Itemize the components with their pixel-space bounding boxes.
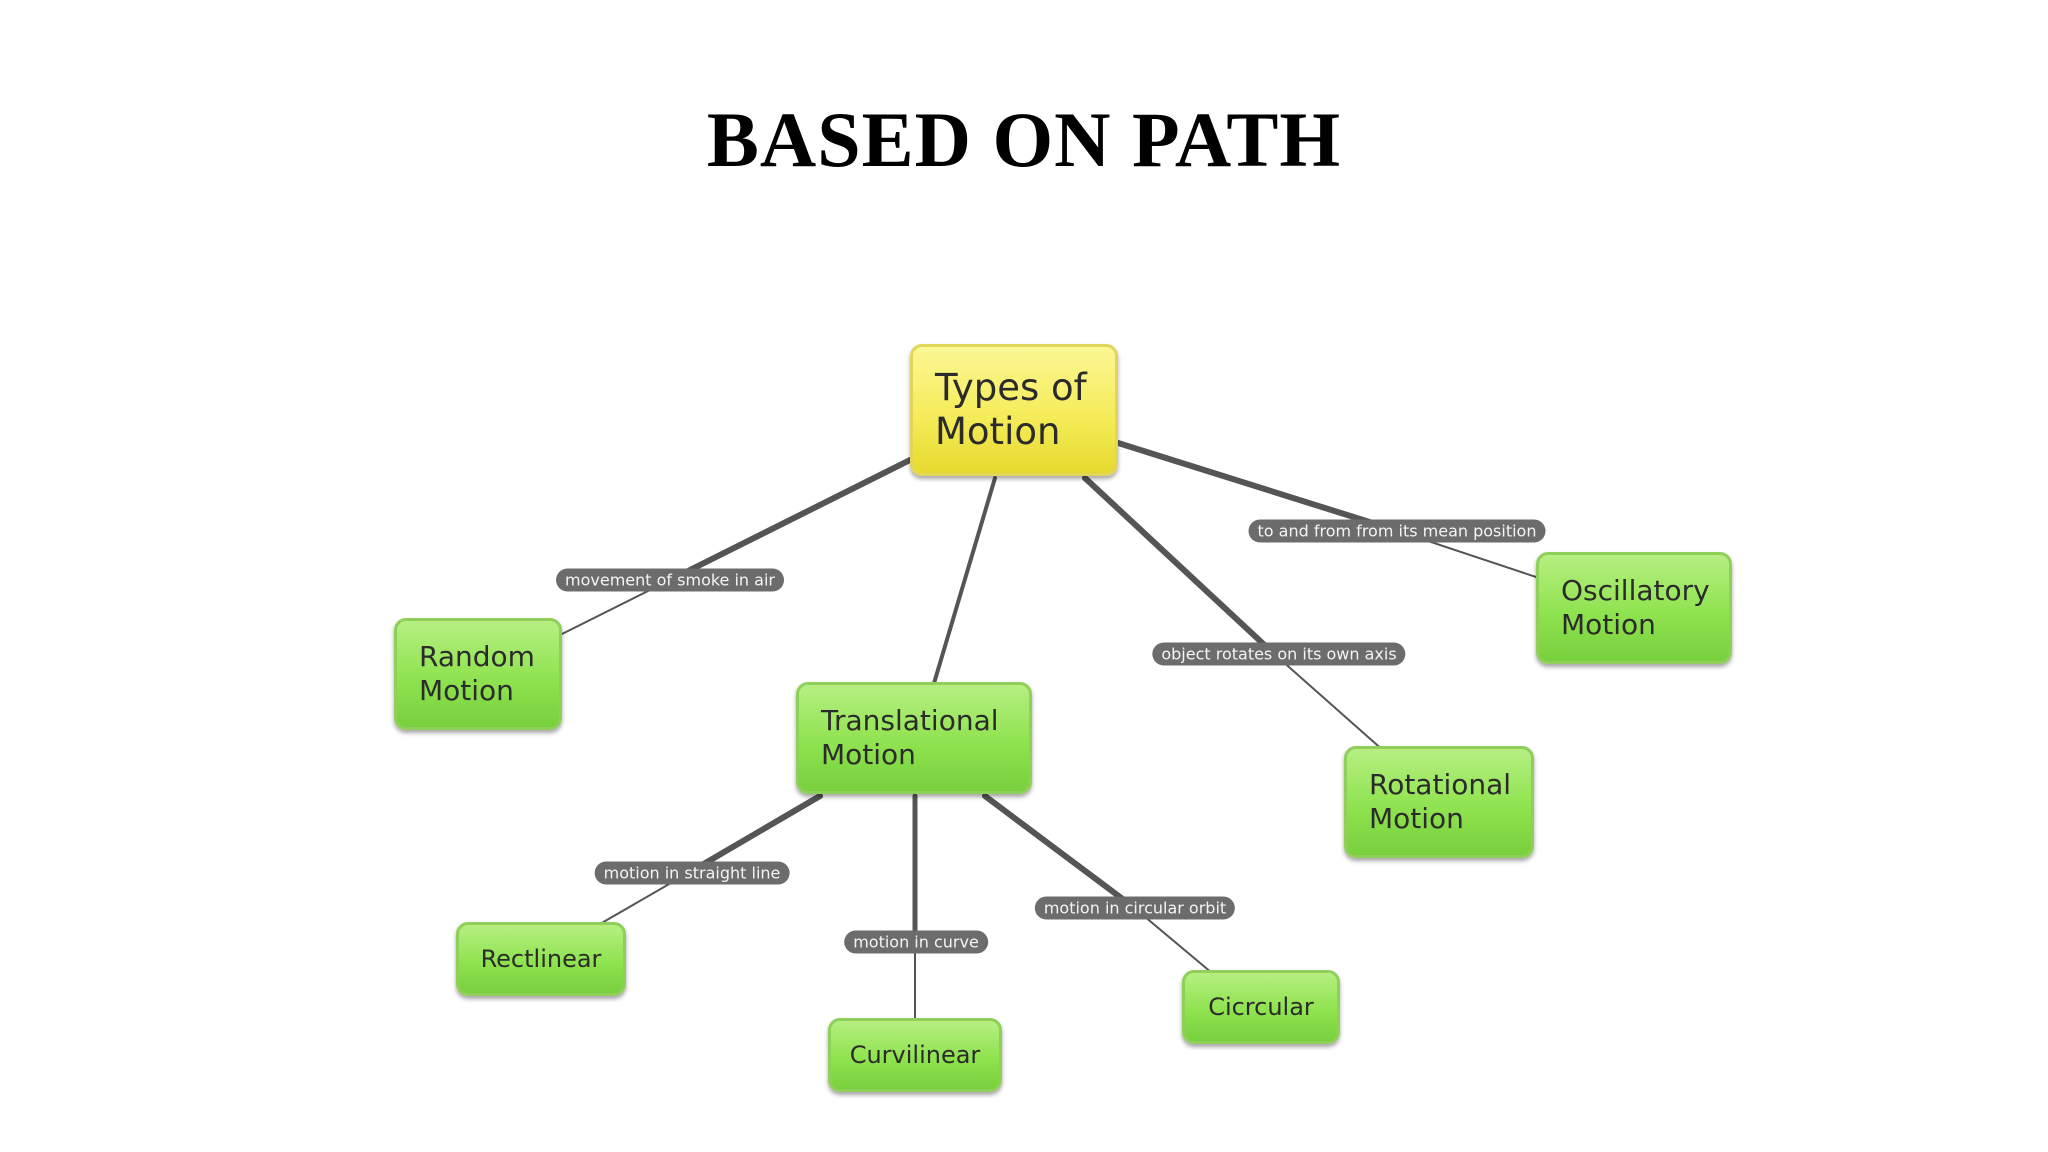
- connector-root-translational: [930, 476, 997, 692]
- connector-rotational-end: [1271, 651, 1386, 753]
- link-label-oscillatory: to and from from its mean position: [1248, 519, 1546, 543]
- connector-root-random: [667, 457, 913, 583]
- node-random-motion[interactable]: Random Motion: [394, 618, 562, 730]
- link-label-rectilinear: motion in straight line: [594, 861, 790, 885]
- connector-trans-circ: [982, 793, 1135, 909]
- link-label-curvilinear: motion in curve: [844, 930, 988, 954]
- page-title: BASED ON PATH: [706, 96, 1342, 183]
- connector-root-rotational: [1082, 475, 1275, 655]
- connector-root-oscillatory: [1112, 439, 1398, 533]
- node-rotational-motion[interactable]: Rotational Motion: [1344, 746, 1534, 858]
- link-label-random: movement of smoke in air: [556, 568, 784, 592]
- node-rectilinear[interactable]: Rectlinear: [456, 922, 626, 996]
- node-types-of-motion[interactable]: Types of Motion: [910, 344, 1118, 476]
- node-oscillatory-motion[interactable]: Oscillatory Motion: [1536, 552, 1732, 664]
- link-label-circular: motion in circular orbit: [1034, 896, 1236, 920]
- node-circular[interactable]: Cicrcular: [1182, 970, 1340, 1044]
- link-label-rotational: object rotates on its own axis: [1152, 642, 1406, 666]
- node-translational-motion[interactable]: Translational Motion: [796, 682, 1032, 794]
- node-curvilinear[interactable]: Curvilinear: [828, 1018, 1002, 1092]
- connector-trans-rect: [687, 793, 823, 875]
